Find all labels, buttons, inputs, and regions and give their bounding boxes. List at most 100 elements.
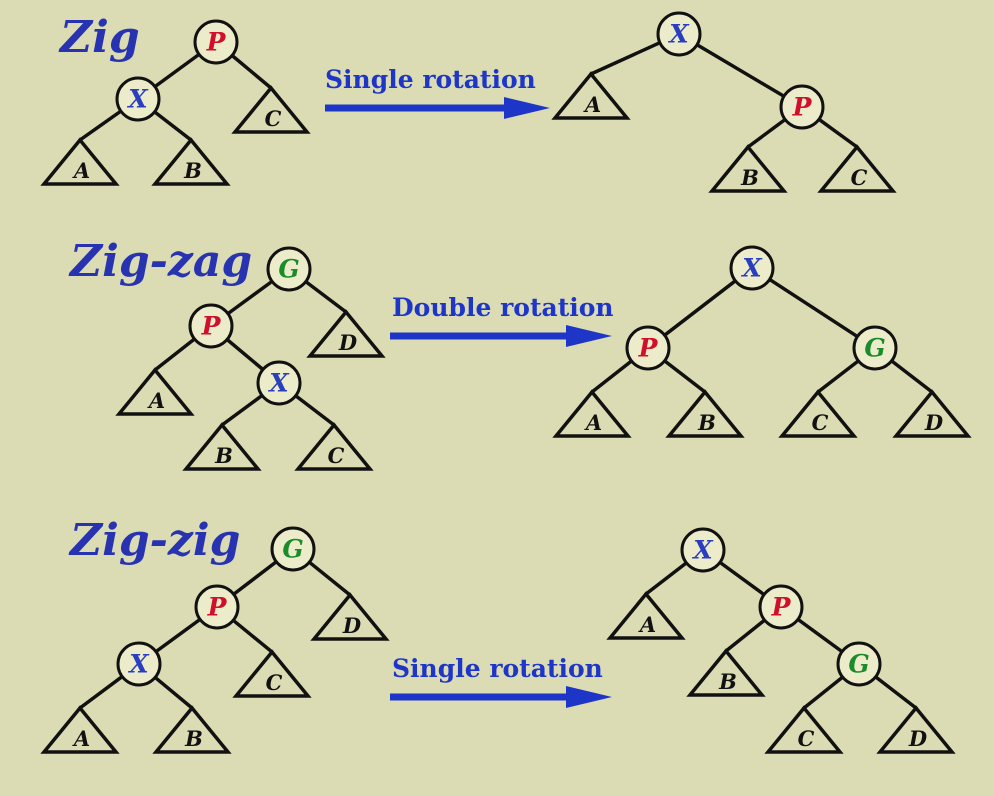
subtree-a-label: A bbox=[147, 388, 165, 413]
node-x-label: X bbox=[667, 20, 690, 49]
subtree-b-label: B bbox=[184, 726, 203, 751]
tree-edge bbox=[662, 359, 707, 394]
subtree-c-label: C bbox=[266, 670, 283, 695]
subtree-b-label: B bbox=[697, 410, 716, 435]
node-x-label: X bbox=[127, 650, 150, 679]
tree-edge bbox=[746, 117, 787, 149]
tree-edge bbox=[154, 617, 202, 654]
subtree-a-label: A bbox=[638, 612, 656, 637]
node-g: G bbox=[266, 246, 312, 292]
subtree-d-triangle bbox=[306, 309, 386, 358]
node-p-circle bbox=[758, 584, 804, 630]
tree-edge bbox=[231, 559, 279, 597]
subtree-b-label: B bbox=[718, 669, 737, 694]
subtree-d-triangle bbox=[310, 592, 390, 641]
node-x-circle bbox=[729, 245, 775, 291]
subtree-c-label: C bbox=[798, 726, 815, 751]
node-p: P bbox=[758, 584, 804, 630]
tree-edge bbox=[718, 560, 766, 597]
node-x: X bbox=[116, 641, 162, 687]
tree-edge bbox=[231, 618, 274, 654]
node-x-circle bbox=[116, 641, 162, 687]
zig-zig-arrow: Single rotation bbox=[390, 654, 612, 708]
tree-edge bbox=[78, 674, 124, 710]
node-g-circle bbox=[852, 325, 898, 371]
subtree-a-triangle bbox=[40, 705, 120, 754]
tree-edge bbox=[293, 393, 336, 427]
tree-edge bbox=[152, 110, 193, 142]
tree-edge bbox=[802, 675, 845, 710]
subtree-c-triangle bbox=[817, 144, 897, 193]
subtree-b-triangle bbox=[151, 137, 231, 186]
zig-zag-case-title: Zig-zag bbox=[68, 236, 252, 287]
subtree-d-triangle bbox=[876, 705, 956, 754]
tree-edge bbox=[226, 279, 274, 316]
tree-edge bbox=[153, 337, 197, 372]
subtree-c-label: C bbox=[851, 165, 868, 190]
node-p-label: P bbox=[638, 334, 659, 363]
node-p: P bbox=[625, 325, 671, 371]
zig-arrow-label: Single rotation bbox=[325, 65, 536, 94]
subtree-a-label: A bbox=[583, 92, 601, 117]
node-g: G bbox=[852, 325, 898, 371]
subtree-a-triangle bbox=[552, 389, 632, 438]
node-x-circle bbox=[115, 76, 161, 122]
node-g: G bbox=[836, 641, 882, 687]
node-x: X bbox=[680, 527, 726, 573]
node-p: P bbox=[193, 19, 239, 65]
subtree-a-label: A bbox=[72, 726, 90, 751]
node-g-label: G bbox=[282, 535, 303, 564]
tree-edge bbox=[816, 359, 861, 394]
zig-zig-before-tree: A B C D G P X bbox=[40, 526, 390, 754]
node-x: X bbox=[115, 76, 161, 122]
node-p-label: P bbox=[771, 593, 792, 622]
node-g-label: G bbox=[278, 255, 299, 284]
subtree-c-triangle bbox=[294, 422, 374, 471]
tree-edge bbox=[695, 42, 786, 99]
subtree-b-triangle bbox=[182, 422, 262, 471]
node-p-circle bbox=[193, 19, 239, 65]
node-x-label: X bbox=[740, 254, 763, 283]
subtree-a-triangle bbox=[115, 367, 195, 416]
tree-edge bbox=[662, 279, 738, 337]
tree-edge bbox=[153, 52, 201, 89]
node-p: P bbox=[194, 584, 240, 630]
node-x-label: X bbox=[126, 85, 149, 114]
subtree-b-triangle bbox=[152, 705, 232, 754]
subtree-d-label: D bbox=[338, 330, 358, 355]
node-x: X bbox=[256, 360, 302, 406]
tree-edge bbox=[724, 618, 767, 653]
zig-zag-arrow-label: Double rotation bbox=[392, 293, 614, 322]
zig-case-title: Zig bbox=[58, 12, 140, 63]
node-x: X bbox=[656, 11, 702, 57]
arrow-head bbox=[504, 97, 550, 119]
zig-zag-arrow: Double rotation bbox=[390, 293, 614, 347]
node-g-circle bbox=[836, 641, 882, 687]
subtree-c-label: C bbox=[265, 106, 282, 131]
arrow-head bbox=[566, 686, 612, 708]
node-p-label: P bbox=[207, 593, 228, 622]
subtree-d-label: D bbox=[924, 410, 944, 435]
tree-edge bbox=[230, 53, 273, 90]
node-x-circle bbox=[256, 360, 302, 406]
subtree-a-triangle bbox=[606, 591, 686, 640]
tree-edge bbox=[78, 109, 123, 142]
subtree-b-label: B bbox=[183, 158, 202, 183]
node-g-label: G bbox=[848, 650, 869, 679]
node-g: G bbox=[270, 526, 316, 572]
subtree-b-label: B bbox=[214, 443, 233, 468]
node-g-circle bbox=[266, 246, 312, 292]
subtree-c-triangle bbox=[778, 389, 858, 438]
node-p: P bbox=[779, 84, 825, 130]
node-p-label: P bbox=[792, 93, 813, 122]
tree-edge bbox=[220, 393, 264, 427]
node-g-label: G bbox=[864, 334, 885, 363]
subtree-d-label: D bbox=[342, 613, 362, 638]
tree-edge bbox=[767, 277, 860, 339]
